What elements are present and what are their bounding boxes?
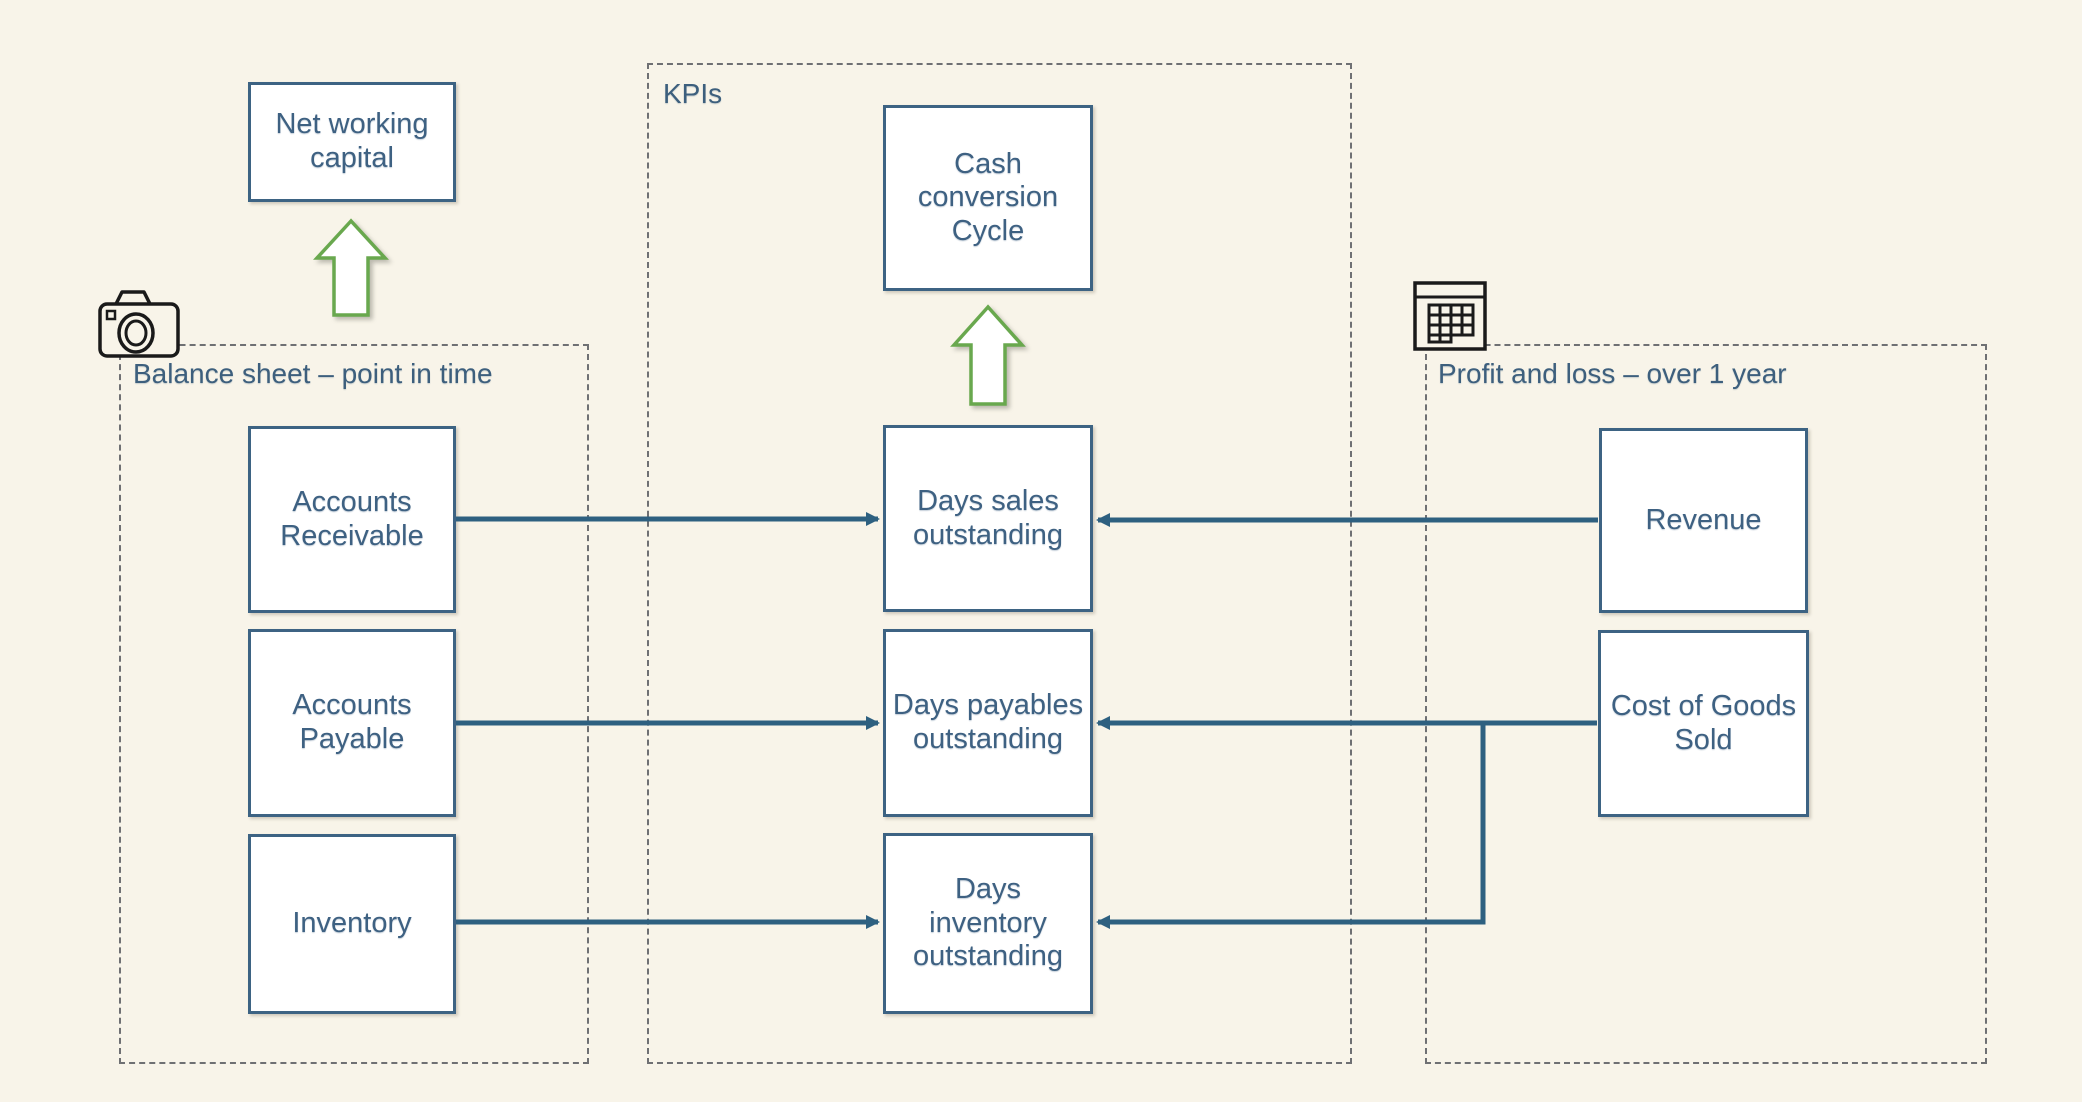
node-cost-of-goods-sold: Cost of Goods Sold [1598,630,1809,817]
group-profit-loss [1425,344,1987,1064]
group-label-balance-sheet: Balance sheet – point in time [133,358,493,389]
table-icon [1413,281,1487,351]
node-accounts-payable: Accounts Payable [248,629,456,817]
node-net-working-capital: Net working capital [248,82,456,202]
group-kpis [647,63,1352,1064]
group-label-kpis: KPIs [663,78,723,109]
camera-icon [98,290,180,358]
node-inventory: Inventory [248,834,456,1014]
node-cash-conversion-cycle: Cash conversion Cycle [883,105,1093,291]
group-balance-sheet [119,344,589,1064]
green-up-arrow-to-cash-conversion-cycle [950,304,1026,406]
connector-cogs-branch-to-dio [1096,723,1486,929]
node-days-sales-outstanding: Days sales outstanding [883,425,1093,612]
group-label-profit-loss: Profit and loss – over 1 year [1438,358,1787,389]
node-days-inventory-outstanding: Days inventory outstanding [883,833,1093,1014]
node-accounts-receivable: Accounts Receivable [248,426,456,613]
node-revenue: Revenue [1599,428,1808,613]
green-up-arrow-to-net-working-capital [313,218,389,317]
node-days-payables-outstanding: Days payables outstanding [883,629,1093,817]
